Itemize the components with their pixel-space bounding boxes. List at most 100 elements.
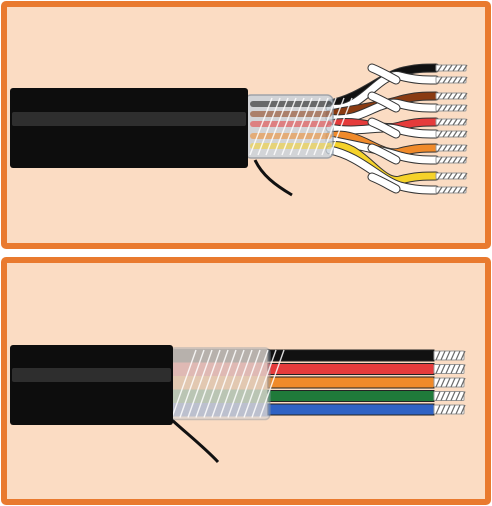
shield-band <box>170 376 270 390</box>
strand-twist <box>460 350 466 361</box>
strand-twist <box>435 377 441 388</box>
conductor <box>267 390 435 402</box>
multi-conductor-cable <box>10 345 466 464</box>
strand-twist <box>447 76 453 84</box>
strand-twist <box>442 144 448 152</box>
strand-twist <box>455 364 461 374</box>
strand-twist <box>462 76 468 84</box>
braid-strand <box>211 349 237 418</box>
braid-strand <box>187 349 213 418</box>
braid-strand <box>313 97 337 156</box>
shield-inner-wire <box>250 111 332 117</box>
conductor <box>267 349 435 362</box>
shield-braid <box>171 349 285 418</box>
pair-twist <box>368 92 400 112</box>
stripped-strands <box>435 64 468 194</box>
strand-twist <box>462 118 468 126</box>
strand-twist <box>460 364 466 374</box>
strand-twist <box>440 364 446 374</box>
strand-twist <box>442 130 448 138</box>
strand-twist <box>442 186 448 194</box>
conductor <box>267 376 435 389</box>
strand-twist <box>452 76 458 84</box>
strand-twist <box>447 172 453 180</box>
strand-twist <box>442 64 448 72</box>
strand-twist <box>445 391 451 401</box>
braid-strand <box>305 97 329 156</box>
bottom-panel <box>1 257 491 505</box>
pair-twist <box>368 118 400 138</box>
strand-twist <box>445 364 451 374</box>
drain-wire <box>170 418 220 464</box>
bottom-panel-frame <box>1 257 491 505</box>
outer-jacket <box>10 345 173 425</box>
strand-twist <box>455 391 461 401</box>
strand-twist <box>440 350 446 361</box>
strand-twist <box>457 64 463 72</box>
strand-twist <box>452 186 458 194</box>
stripped-strands <box>433 350 466 415</box>
strand-twist <box>457 92 463 100</box>
strand-twist <box>457 156 463 164</box>
strand-twist <box>460 391 466 401</box>
braid-strand <box>243 349 269 418</box>
braid-strand <box>249 97 273 156</box>
strand-twist <box>447 64 453 72</box>
pair-wire-white <box>326 99 440 123</box>
strand-twist <box>457 76 463 84</box>
strand-twist <box>447 104 453 112</box>
strand-twist <box>462 92 468 100</box>
strand-twist <box>440 377 446 388</box>
strand-twist <box>457 186 463 194</box>
pair-wire-white <box>326 124 440 138</box>
braid-strand <box>297 97 321 156</box>
braid-strand <box>257 97 281 156</box>
braid-strand <box>195 349 221 418</box>
pair-wire-white <box>326 136 440 164</box>
conductor <box>267 363 435 375</box>
strand-twist <box>455 404 461 415</box>
braid-strand <box>329 97 353 156</box>
braid-strand <box>227 349 253 418</box>
strand-twist <box>442 156 448 164</box>
strand-twist <box>447 144 453 152</box>
strand-twist <box>435 404 441 415</box>
braid-strand <box>289 97 313 156</box>
strand-twist <box>457 104 463 112</box>
braid-strand <box>321 97 345 156</box>
shield-band <box>170 362 270 376</box>
strand-twist <box>447 92 453 100</box>
pair-twist <box>368 64 400 84</box>
shield-braid <box>249 97 353 156</box>
strand-twist <box>450 364 456 374</box>
strand-twist <box>452 172 458 180</box>
strand-twist <box>457 144 463 152</box>
strand-twist <box>452 118 458 126</box>
strand-twist <box>445 404 451 415</box>
strand-twist <box>460 377 466 388</box>
strand-twist <box>442 76 448 84</box>
braid-strand <box>219 349 245 418</box>
strand-twist <box>452 92 458 100</box>
braid-strand <box>265 97 289 156</box>
braid-strand <box>251 349 277 418</box>
strand-twist <box>457 130 463 138</box>
strand-twist <box>447 130 453 138</box>
strand-twist <box>447 118 453 126</box>
pair-wire-white <box>326 72 440 112</box>
strand-twist <box>447 156 453 164</box>
strand-twist <box>437 64 443 72</box>
strand-twist <box>445 377 451 388</box>
pair-twist <box>368 144 400 164</box>
strand-twist <box>442 118 448 126</box>
braid-strand <box>179 349 205 418</box>
strand-twist <box>445 350 451 361</box>
outer-jacket <box>10 88 248 168</box>
strand-twist <box>455 350 461 361</box>
braid-strand <box>235 349 261 418</box>
strand-twist <box>455 377 461 388</box>
strand-twist <box>450 350 456 361</box>
strand-twist <box>452 130 458 138</box>
